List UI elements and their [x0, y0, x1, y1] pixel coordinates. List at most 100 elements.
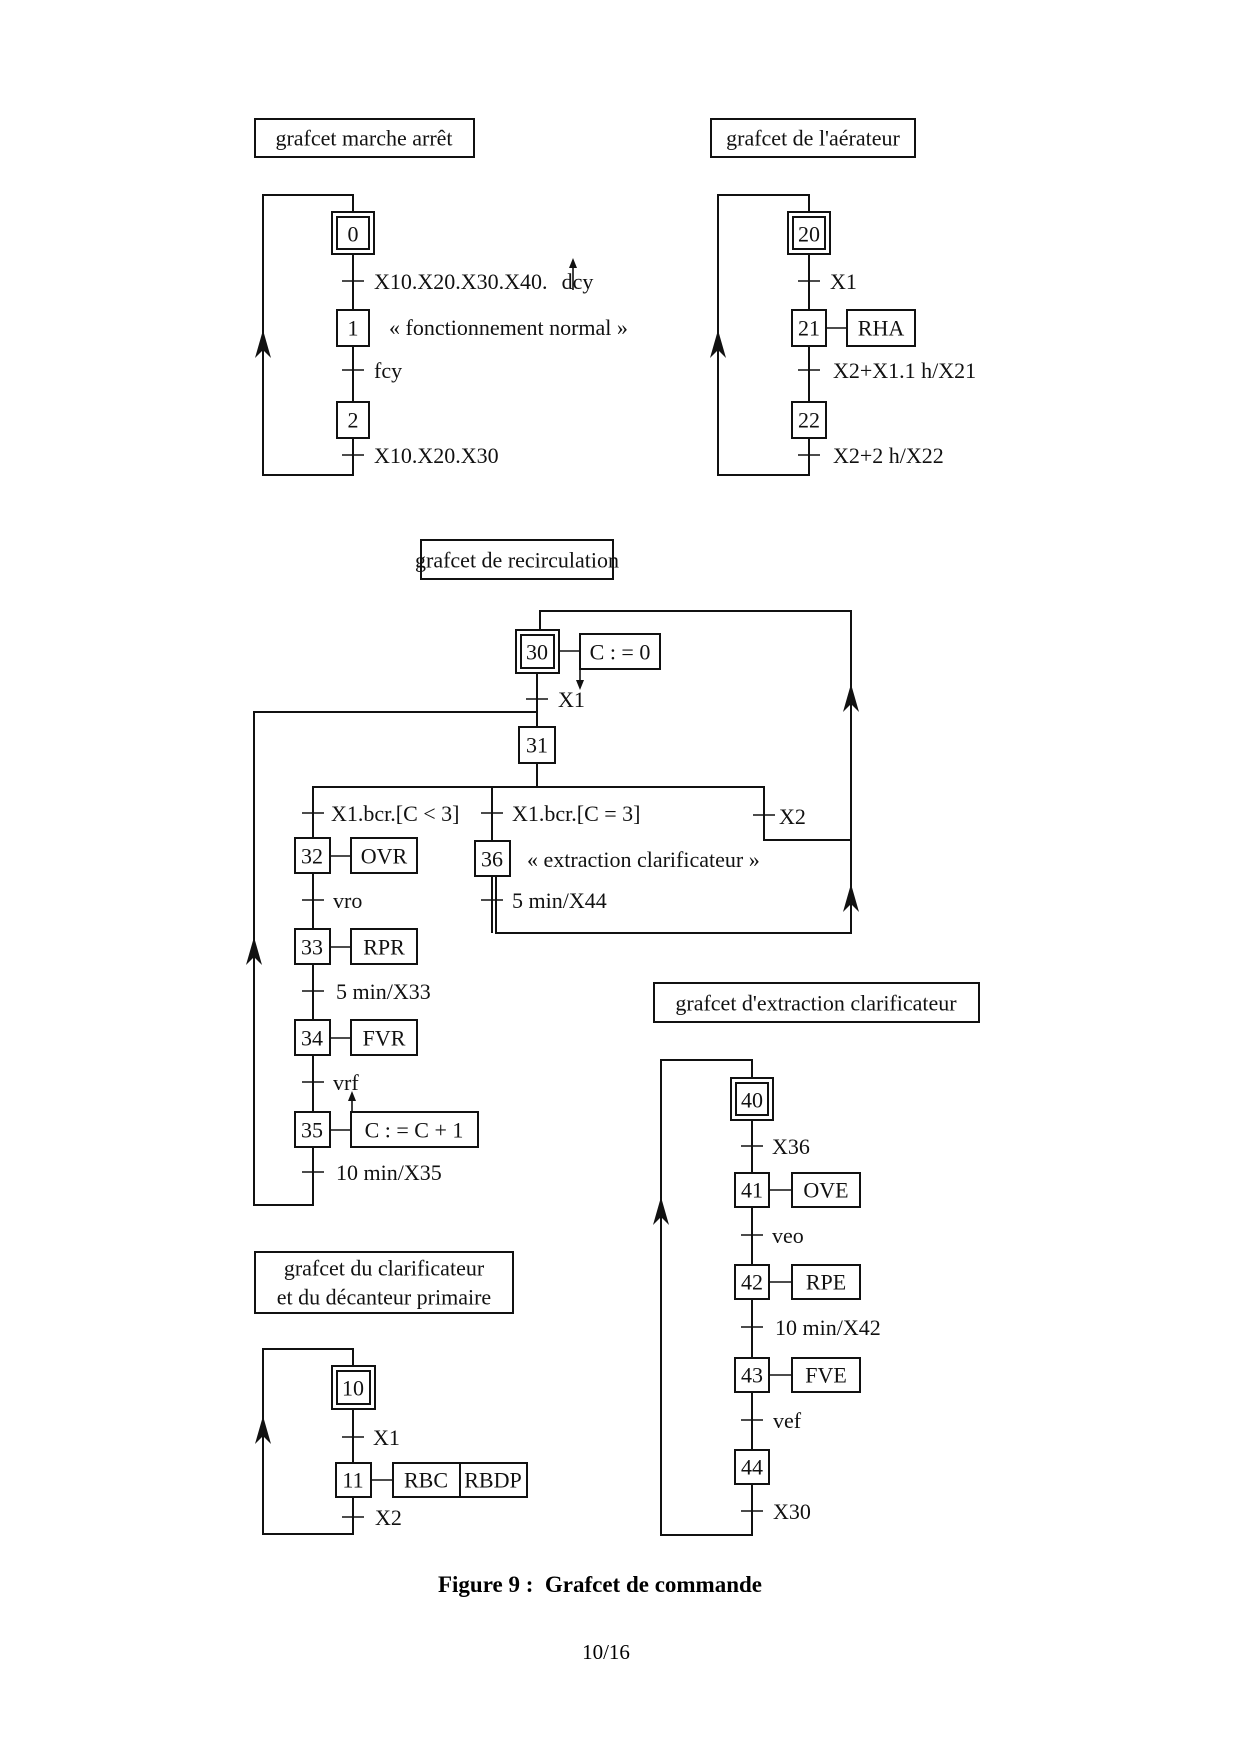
rising-edge-arrow-icon	[569, 258, 577, 290]
step-number: 20	[798, 222, 820, 247]
step-40-initial: 40	[730, 1077, 774, 1121]
transition-label: X1.bcr.[C < 3]	[331, 801, 460, 826]
step-33: 33	[294, 928, 331, 965]
title-box	[254, 1251, 514, 1314]
step-42: 42	[734, 1264, 770, 1300]
grafcet-marche-arret: grafcet marche arrêt 0 X10.X20.X30.X40.d…	[254, 118, 628, 476]
step-10-initial: 10	[331, 1365, 376, 1410]
action-rpe: RPE	[791, 1264, 861, 1300]
step-0-initial: 0	[331, 211, 375, 255]
transition-label: 5 min/X44	[512, 888, 607, 913]
transition-label: X10.X20.X30	[374, 443, 499, 468]
loop-line	[253, 711, 537, 1206]
title: grafcet d'extraction clarificateur	[675, 991, 957, 1016]
action-ove: OVE	[791, 1172, 861, 1208]
action-label: RHA	[858, 316, 905, 341]
step-2: 2	[336, 401, 370, 439]
step-21: 21	[791, 309, 827, 347]
transition-label: X10.X20.X30.X40.dcy	[374, 269, 593, 294]
up-arrow-icon	[255, 1416, 271, 1444]
step-comment: « fonctionnement normal »	[389, 315, 628, 340]
action-c-increment: C : = C + 1	[350, 1111, 479, 1148]
step-number: 0	[348, 222, 359, 247]
up-arrow-icon	[246, 937, 262, 965]
grafcet-extraction-clarificateur: grafcet d'extraction clarificateur 40 X3…	[653, 982, 980, 1536]
action-label: C : = 0	[590, 640, 651, 665]
title-line-2: et du décanteur primaire	[277, 1285, 491, 1310]
title-box	[254, 118, 475, 158]
transition-label: X1	[373, 1425, 400, 1450]
step-number: 36	[481, 847, 503, 872]
action-label: RBDP	[464, 1468, 521, 1493]
action-label: FVR	[363, 1026, 406, 1051]
transition-label: fcy	[374, 358, 402, 383]
action-rbc: RBC	[392, 1462, 461, 1498]
transition-label: 10 min/X35	[336, 1160, 442, 1185]
step-number: 40	[741, 1088, 763, 1113]
action-label: OVR	[361, 844, 408, 869]
grafcet-aerateur: grafcet de l'aérateur 20 X1 21 RHA X2+X1…	[710, 118, 976, 476]
action-rha: RHA	[846, 309, 916, 347]
transition-label: X2	[779, 804, 806, 829]
transition-label: vro	[333, 888, 362, 913]
title: grafcet de l'aérateur	[726, 126, 900, 151]
action-c-reset: C : = 0	[579, 633, 661, 670]
action-label: RPR	[363, 935, 405, 960]
transition-label: X30	[773, 1499, 811, 1524]
step-11: 11	[335, 1462, 372, 1498]
transition-label: vrf	[333, 1070, 359, 1095]
step-number: 30	[526, 640, 548, 665]
transition-label: 5 min/X33	[336, 979, 431, 1004]
title: grafcet marche arrêt	[275, 126, 452, 151]
up-arrow-icon	[843, 884, 859, 912]
step-44: 44	[734, 1449, 770, 1485]
action-label: C : = C + 1	[365, 1118, 464, 1143]
transition-label: X2+2 h/X22	[833, 443, 944, 468]
figure-caption: Figure 9 : Grafcet de commande	[438, 1572, 762, 1597]
transition-label: X2+X1.1 h/X21	[833, 358, 976, 383]
step-20-initial: 20	[787, 211, 831, 255]
transition-label: X1	[558, 687, 585, 712]
transition-label: X1	[830, 269, 857, 294]
x2-branch-line	[763, 788, 851, 841]
up-arrow-icon	[255, 330, 271, 358]
step-41: 41	[734, 1172, 770, 1208]
action-label: RBC	[404, 1468, 448, 1493]
step-22: 22	[791, 401, 827, 439]
step-number: 32	[301, 844, 323, 869]
step-number: 11	[342, 1468, 363, 1493]
step-31: 31	[518, 726, 556, 764]
action-rbdp: RBDP	[459, 1462, 528, 1498]
step-number: 44	[741, 1455, 763, 1480]
step-number: 35	[301, 1118, 323, 1143]
up-arrow-icon	[710, 330, 726, 358]
transition-label: 10 min/X42	[775, 1315, 881, 1340]
page-number: 10/16	[582, 1640, 630, 1664]
transition-label: X2	[375, 1505, 402, 1530]
action-fve: FVE	[791, 1357, 861, 1393]
step-comment: « extraction clarificateur »	[527, 847, 760, 872]
step-36: 36	[474, 840, 511, 877]
action-ovr: OVR	[350, 837, 418, 874]
grafcet-clarificateur-decanteur: grafcet du clarificateur et du décanteur…	[254, 1251, 528, 1535]
step-number: 31	[526, 733, 548, 758]
step-number: 43	[741, 1363, 763, 1388]
step-34: 34	[294, 1019, 331, 1056]
step-number: 33	[301, 935, 323, 960]
step-32: 32	[294, 837, 331, 874]
title-line-1: grafcet du clarificateur	[284, 1256, 485, 1281]
up-arrow-icon	[653, 1197, 669, 1225]
step-number: 42	[741, 1270, 763, 1295]
step-number: 1	[348, 316, 359, 341]
step-number: 41	[741, 1178, 763, 1203]
action-label: OVE	[803, 1178, 848, 1203]
action-rpr: RPR	[350, 928, 418, 965]
return-loop-line	[495, 610, 852, 934]
transition-label: vef	[773, 1408, 802, 1433]
title-box	[710, 118, 916, 158]
step-number: 2	[348, 408, 359, 433]
step-1: 1	[336, 309, 370, 347]
transition-label: X1.bcr.[C = 3]	[512, 801, 641, 826]
transition-label: X36	[772, 1134, 810, 1159]
